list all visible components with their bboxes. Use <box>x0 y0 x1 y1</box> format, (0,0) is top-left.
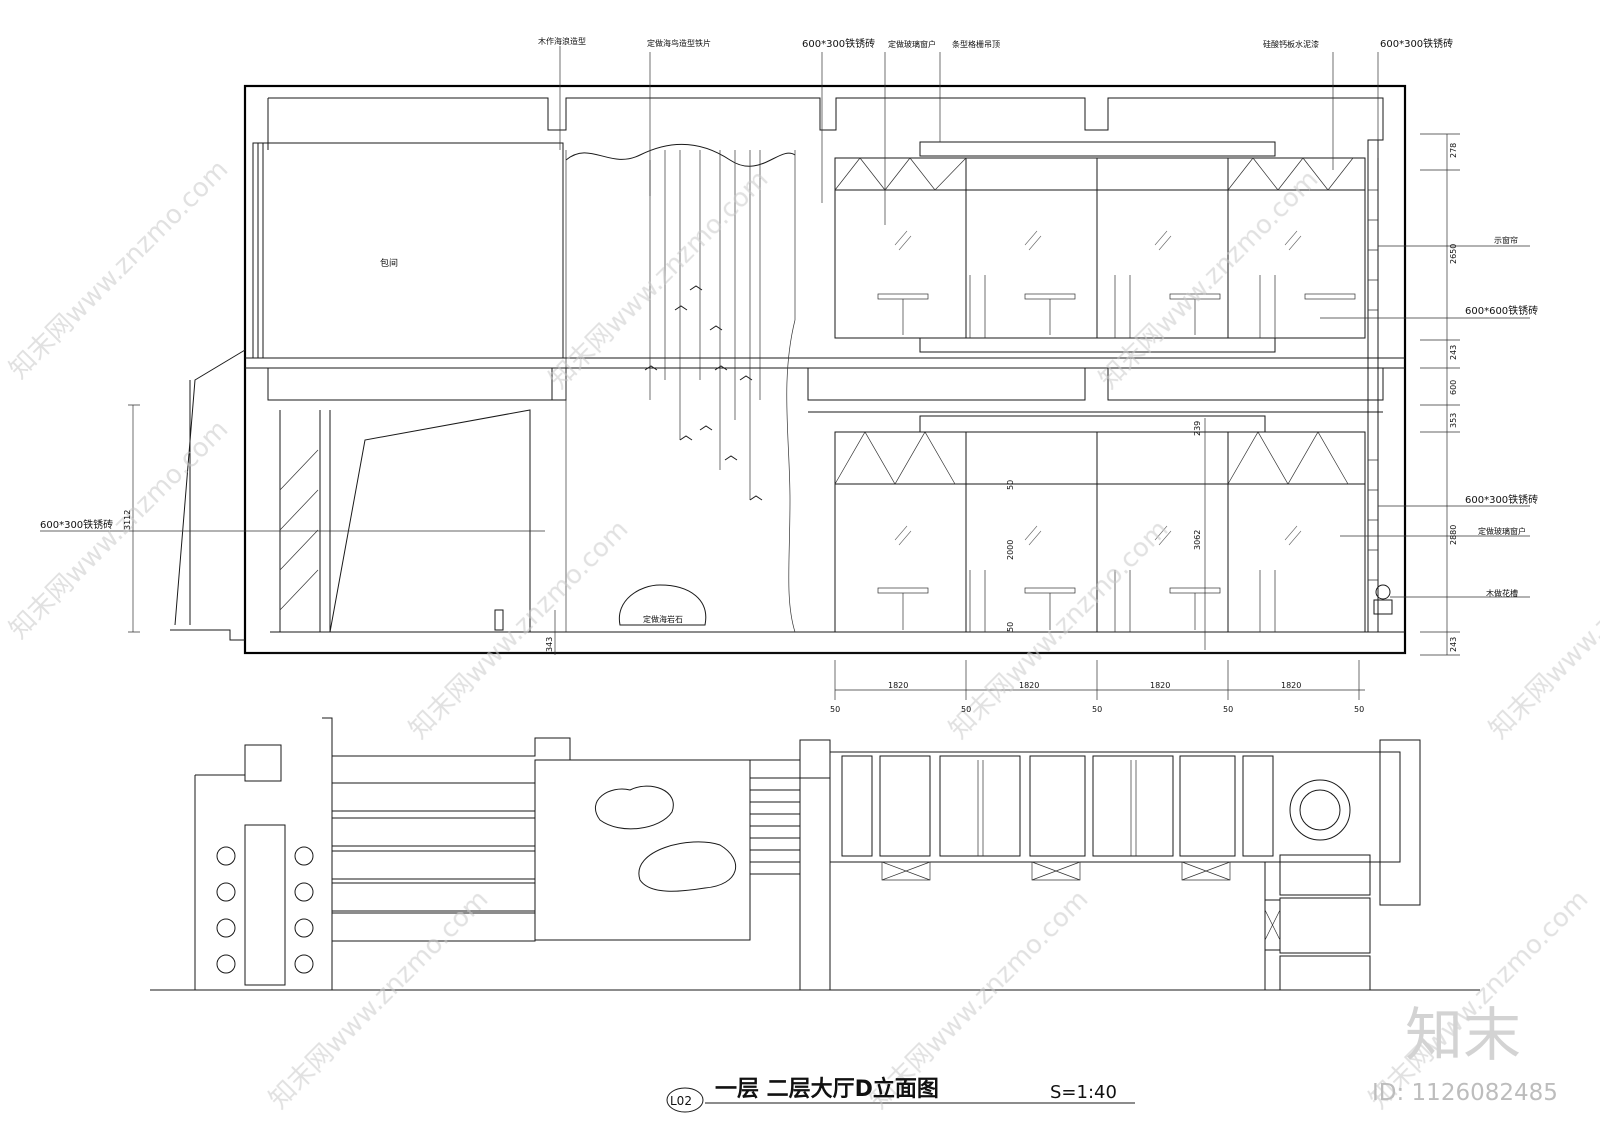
title-badge: L02 <box>670 1094 692 1108</box>
lower-windows <box>834 415 1366 633</box>
svg-text:243: 243 <box>1449 345 1458 360</box>
svg-text:知末网www.znzmo.com: 知末网www.znzmo.com <box>944 514 1175 745</box>
callout-texts: 木作海浪造型 定做海鸟造型铁片 600*300铁锈砖 定做玻璃窗户 条型格栅吊顶… <box>40 36 1538 598</box>
svg-text:知末网www.znzmo.com: 知末网www.znzmo.com <box>404 514 635 745</box>
callout-tile-a: 600*300铁锈砖 <box>802 37 875 50</box>
callout-ceiling: 条型格栅吊顶 <box>952 39 1000 49</box>
svg-text:1820: 1820 <box>888 681 908 690</box>
svg-text:知末网www.znzmo.com: 知末网www.znzmo.com <box>264 884 495 1115</box>
svg-text:343: 343 <box>545 637 554 652</box>
callout-glass-a: 定做玻璃窗户 <box>888 39 936 49</box>
svg-text:50: 50 <box>1006 622 1015 632</box>
svg-text:239: 239 <box>1193 421 1202 436</box>
title-block <box>666 1087 1135 1113</box>
wave-feature <box>565 143 796 633</box>
callout-tile-b: 600*300铁锈砖 <box>1380 37 1453 50</box>
private-room-label: 包间 <box>380 257 398 269</box>
svg-text:353: 353 <box>1449 413 1458 428</box>
svg-text:50: 50 <box>1006 480 1015 490</box>
callout-glass-b: 定做玻璃窗户 <box>1478 526 1526 536</box>
dimension-lines <box>128 133 1460 700</box>
glass-hatching <box>894 230 1302 546</box>
private-room <box>252 142 564 359</box>
entrance-area <box>170 349 531 641</box>
svg-text:278: 278 <box>1449 143 1458 158</box>
right-wall-strip <box>1367 140 1379 632</box>
svg-text:知末网www.znzmo.com: 知末网www.znzmo.com <box>544 164 775 395</box>
callout-seagull: 定做海鸟造型铁片 <box>647 38 711 48</box>
callout-planter: 木做花槽 <box>1486 588 1518 598</box>
callout-calcium: 硅酸钙板水泥漆 <box>1263 39 1319 49</box>
drawing-title: 一层 二层大厅D立面图 <box>715 1076 939 1102</box>
svg-text:1820: 1820 <box>1019 681 1039 690</box>
brand-id: ID: 1126082485 <box>1372 1080 1558 1106</box>
svg-text:知末网www.znzmo.com: 知末网www.znzmo.com <box>1094 164 1325 395</box>
dimension-texts: 278 2650 243 600 353 2880 243 239 50 200… <box>123 143 1458 714</box>
upper-windows <box>834 141 1366 353</box>
svg-text:2880: 2880 <box>1449 525 1458 545</box>
watermarks: 知末网www.znzmo.com 知末网www.znzmo.com 知末网www… <box>4 154 1600 1115</box>
callout-display-window: 示窗帘 <box>1494 235 1518 245</box>
leader-lines <box>40 46 1530 598</box>
svg-text:知末网www.znzmo.com: 知末网www.znzmo.com <box>4 154 235 385</box>
svg-text:2650: 2650 <box>1449 244 1458 264</box>
drawing-scale: S=1:40 <box>1050 1082 1117 1103</box>
svg-text:2000: 2000 <box>1006 540 1015 560</box>
svg-text:知末网www.znzmo.com: 知末网www.znzmo.com <box>4 414 235 645</box>
svg-text:50: 50 <box>830 705 840 714</box>
svg-text:600: 600 <box>1449 380 1458 395</box>
callout-tile-left: 600*300铁锈砖 <box>40 518 113 531</box>
plan-view <box>150 717 1480 991</box>
svg-text:50: 50 <box>961 705 971 714</box>
svg-text:50: 50 <box>1354 705 1364 714</box>
callout-tile-c: 600*300铁锈砖 <box>1465 493 1538 506</box>
furniture-upper <box>877 275 1356 338</box>
svg-text:243: 243 <box>1449 637 1458 652</box>
furniture-lower <box>877 570 1276 632</box>
svg-text:知末网www.znzmo.com: 知末网www.znzmo.com <box>1484 514 1600 745</box>
svg-text:1820: 1820 <box>1281 681 1301 690</box>
svg-text:50: 50 <box>1223 705 1233 714</box>
callout-wood-wave: 木作海浪造型 <box>538 36 586 46</box>
svg-text:3112: 3112 <box>123 510 132 530</box>
brand-logo: 知末 <box>1405 1001 1521 1069</box>
callout-tile-600: 600*600铁锈砖 <box>1465 304 1538 317</box>
svg-text:50: 50 <box>1092 705 1102 714</box>
svg-text:1820: 1820 <box>1150 681 1170 690</box>
planter-icon <box>1373 584 1393 615</box>
svg-text:3062: 3062 <box>1193 530 1202 550</box>
sea-rock-label: 定做海岩石 <box>643 614 683 624</box>
building-outline <box>243 84 1407 655</box>
